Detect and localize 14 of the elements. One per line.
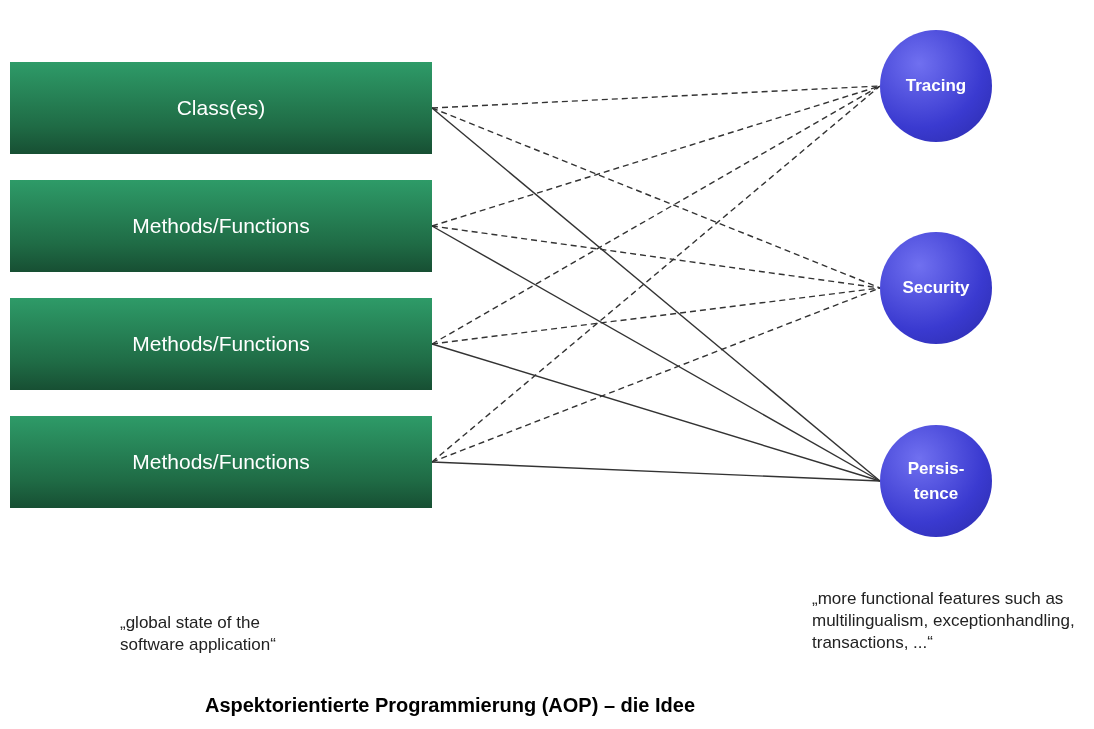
aspect-circle: Persis- tence [880, 425, 992, 537]
note-text: „global state of the software application“ [120, 612, 277, 657]
process-box: Class(es) [10, 62, 432, 154]
note-text: „more functional features such as multilingualism, exceptionhandling, transactions, ...“ [812, 588, 1076, 655]
connector-line [431, 225, 881, 482]
aspect-circle: Tracing [880, 30, 992, 142]
connector-line [431, 107, 881, 289]
process-box: Methods/Functions [10, 298, 432, 390]
connector-line [431, 461, 881, 482]
connector-line [431, 287, 881, 345]
caption: Aspektorientierte Programmierung (AOP) – die Idee [203, 694, 697, 717]
aspect-circle: Security [880, 232, 992, 344]
process-box: Methods/Functions [10, 416, 432, 508]
process-box: Methods/Functions [10, 180, 432, 272]
